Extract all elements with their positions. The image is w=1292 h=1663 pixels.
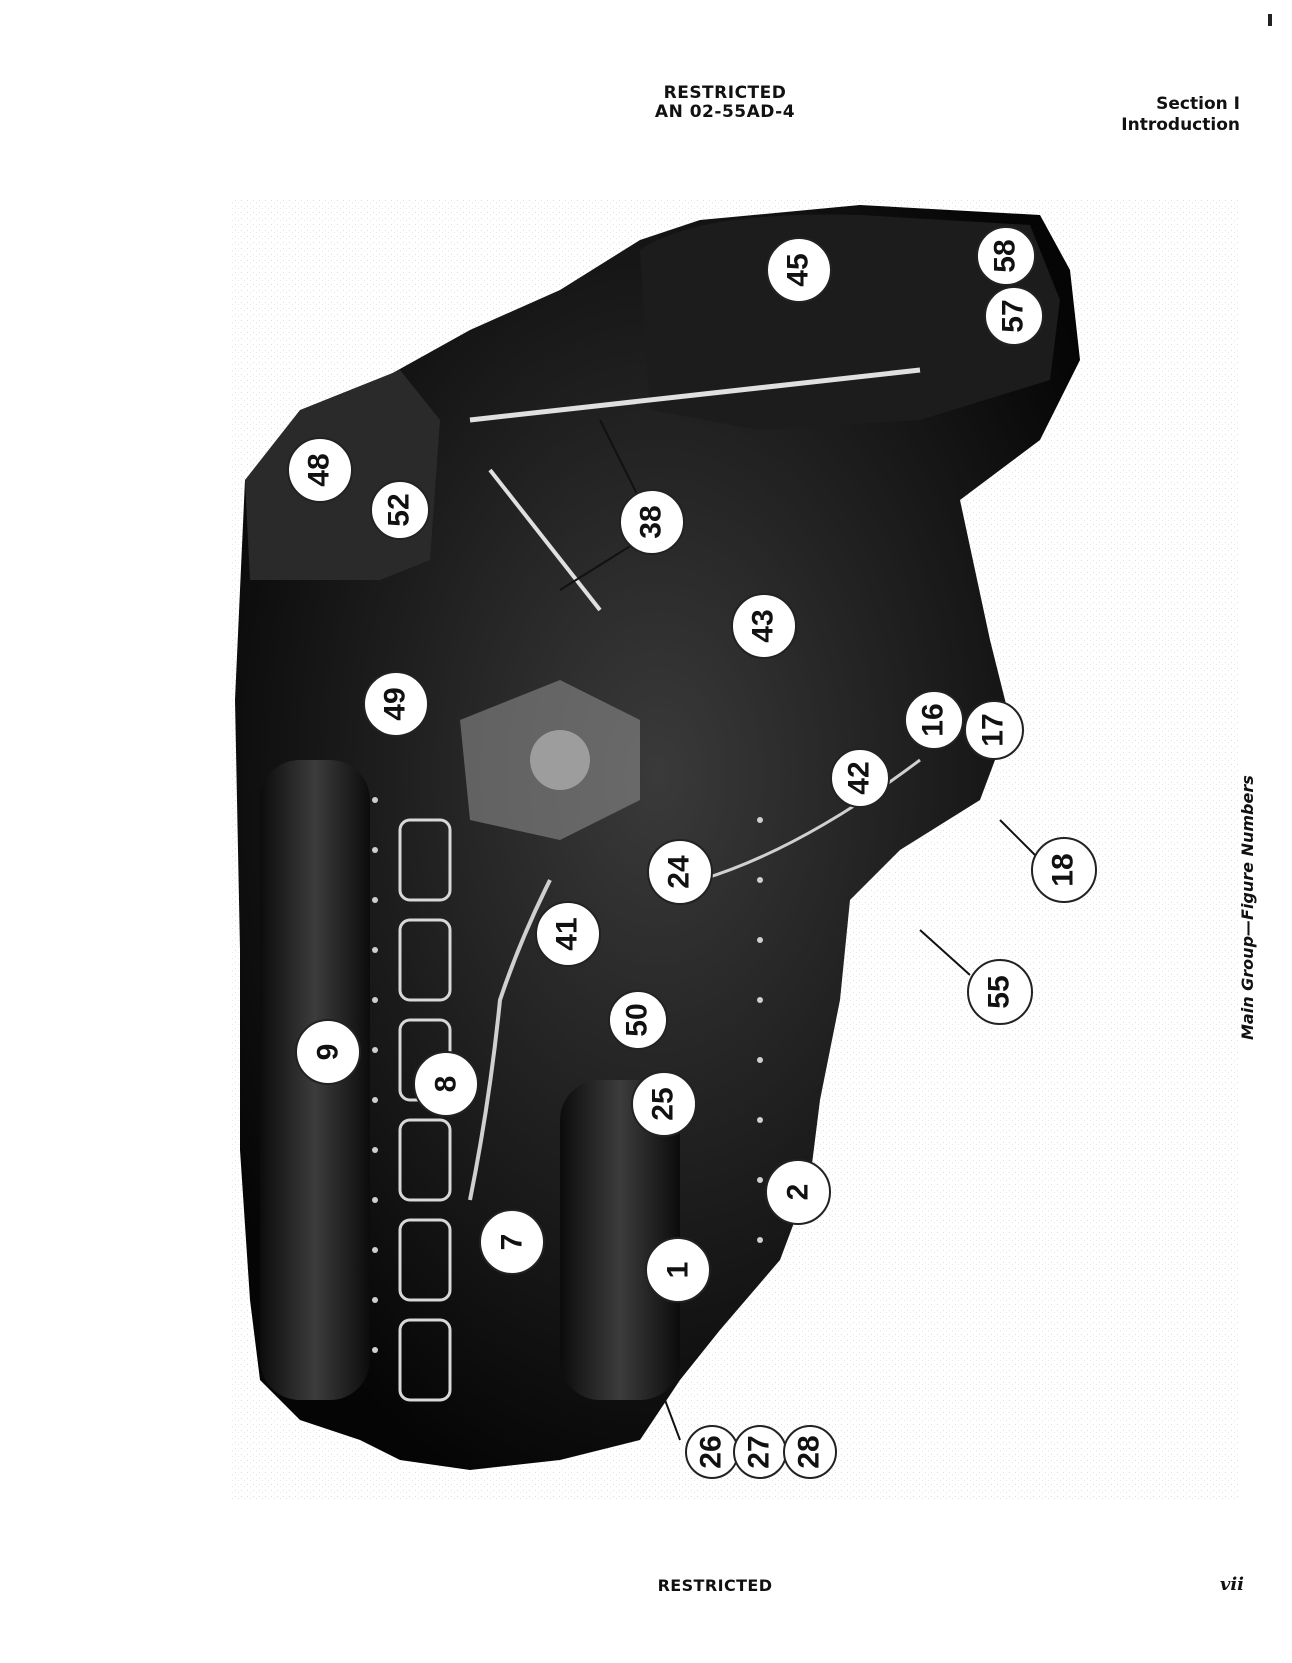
callout-2: 2 xyxy=(765,1159,831,1225)
callout-27: 27 xyxy=(733,1425,787,1479)
callout-17: 17 xyxy=(964,700,1024,760)
section-number: Section I xyxy=(1156,94,1240,114)
callout-52: 52 xyxy=(370,480,430,540)
callout-55: 55 xyxy=(967,959,1033,1025)
side-caption: Main Group—Figure Numbers xyxy=(1238,700,1258,1040)
callout-18: 18 xyxy=(1031,837,1097,903)
section-title: Introduction xyxy=(1121,115,1240,135)
callout-16: 16 xyxy=(904,690,964,750)
callout-9: 9 xyxy=(295,1019,361,1085)
corner-mark xyxy=(1268,14,1272,26)
callout-57: 57 xyxy=(984,286,1044,346)
callout-58: 58 xyxy=(976,226,1036,286)
callout-25: 25 xyxy=(631,1071,697,1137)
callout-24: 24 xyxy=(647,839,713,905)
callout-28: 28 xyxy=(783,1425,837,1479)
callout-7: 7 xyxy=(479,1209,545,1275)
callout-1: 1 xyxy=(645,1237,711,1303)
callout-8: 8 xyxy=(413,1051,479,1117)
callout-43: 43 xyxy=(731,593,797,659)
callout-42: 42 xyxy=(830,748,890,808)
footer-classification: RESTRICTED xyxy=(657,1576,773,1595)
callout-41: 41 xyxy=(535,901,601,967)
callout-38: 38 xyxy=(619,489,685,555)
side-caption-text: Main Group—Figure Numbers xyxy=(1238,775,1257,1040)
callout-49: 49 xyxy=(363,671,429,737)
callout-45: 45 xyxy=(766,237,832,303)
document-number: AN 02-55AD-4 xyxy=(654,102,796,122)
page-number: vii xyxy=(1219,1574,1244,1595)
section-heading: Section I Introduction xyxy=(1121,94,1240,136)
callout-26: 26 xyxy=(685,1425,739,1479)
callout-48: 48 xyxy=(287,437,353,503)
callout-50: 50 xyxy=(608,990,668,1050)
page-header: RESTRICTED AN 02-55AD-4 xyxy=(640,84,810,122)
header-classification: RESTRICTED xyxy=(663,83,787,103)
